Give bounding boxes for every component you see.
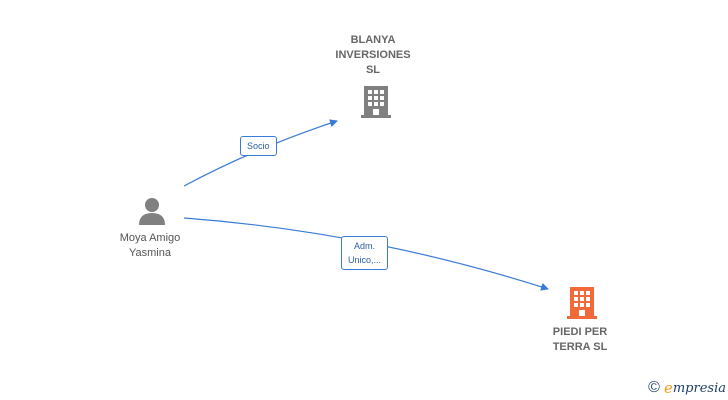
- building-icon-highlighted[interactable]: [567, 285, 597, 324]
- company-bottom-label[interactable]: PIEDI PER TERRA SL: [552, 326, 608, 353]
- brand-initial: e: [663, 379, 673, 397]
- copyright-icon: ©: [648, 379, 660, 396]
- company-top-label[interactable]: BLANYA INVERSIONES SL: [335, 34, 411, 76]
- brand-name: mpresia: [672, 380, 726, 396]
- building-icon[interactable]: [361, 84, 391, 123]
- edge-label-adm-unico: Adm. Unico,...: [341, 236, 389, 270]
- person-label[interactable]: Moya Amigo Yasmina: [119, 232, 181, 259]
- edge-label-socio: Socio: [240, 136, 277, 156]
- person-icon[interactable]: [137, 196, 167, 231]
